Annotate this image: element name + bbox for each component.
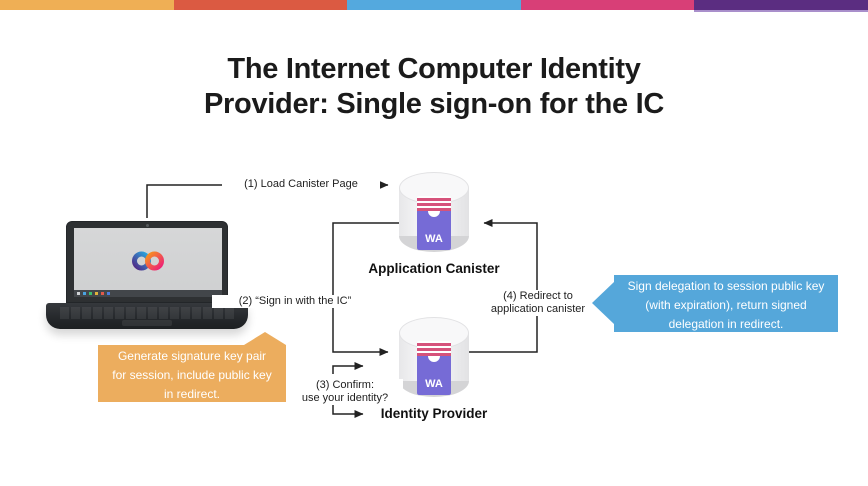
identity-provider-node: WA — [399, 317, 469, 397]
callout-text-line: for session, include public key — [112, 368, 272, 382]
top-bar-segment-purple — [694, 0, 868, 10]
top-bar-segment-blue — [347, 0, 521, 10]
laptop-base — [46, 303, 248, 329]
taskbar-icon — [95, 292, 98, 295]
callout-text-line: (with expiration), return signed — [645, 298, 807, 312]
arrow-3-label: (3) Confirm: use your identity? — [287, 379, 403, 405]
top-color-bar — [0, 0, 868, 10]
arrow-3-confirm-request — [332, 362, 364, 374]
taskbar-icon — [89, 292, 92, 295]
arrow-3-label-line2: use your identity? — [301, 392, 389, 404]
taskbar-icon — [107, 292, 110, 295]
arrow-2-sign-in — [332, 222, 399, 356]
wa-icon-stripes — [417, 196, 451, 211]
page-title-line2: Provider: Single sign-on for the IC — [204, 88, 664, 120]
application-canister-node: WA — [399, 172, 469, 252]
dfinity-infinity-logo-icon — [128, 250, 168, 277]
wa-icon-stripes — [417, 341, 451, 356]
session-key-callout: Generate signature key pair for session,… — [98, 332, 286, 402]
arrow-4-label-line1: (4) Redirect to — [503, 290, 573, 302]
webassembly-module-icon: WA — [417, 341, 451, 395]
identity-provider-label: Identity Provider — [380, 406, 488, 421]
top-bar-segment-orange — [0, 0, 174, 10]
laptop-touchpad — [122, 320, 172, 326]
application-canister-label: Application Canister — [368, 261, 500, 276]
arrow-4-label-line2: application canister — [490, 303, 586, 315]
arrow-4-label: (4) Redirect to application canister — [474, 290, 602, 316]
page-title: The Internet Computer Identity Provider:… — [0, 52, 868, 122]
callout-pointer-up — [244, 332, 286, 345]
top-bar-underline — [694, 10, 868, 12]
laptop-taskbar — [74, 290, 222, 297]
top-bar-segment-pink — [520, 0, 695, 10]
webcam-dot — [146, 224, 149, 227]
arrow-2-label: (2) “Sign in with the IC” — [212, 295, 378, 308]
taskbar-icon — [101, 292, 104, 295]
delegation-callout: Sign delegation to session public key (w… — [592, 275, 838, 332]
wa-icon-notch — [428, 356, 440, 362]
arrow-4-redirect — [468, 219, 538, 353]
webassembly-module-icon: WA — [417, 196, 451, 250]
laptop-display — [74, 228, 222, 297]
laptop-screen — [66, 221, 228, 303]
callout-pointer-left — [592, 282, 614, 324]
taskbar-icon — [83, 292, 86, 295]
arrow-1-label: (1) Load Canister Page — [222, 178, 380, 191]
taskbar-icon — [77, 292, 80, 295]
laptop-keyboard — [60, 307, 234, 319]
callout-text-line: Sign delegation to session public key — [627, 279, 825, 293]
top-bar-segment-red — [173, 0, 348, 10]
page-title-line1: The Internet Computer Identity — [227, 53, 641, 85]
wa-icon-body: WA — [417, 356, 451, 395]
callout-text-line: Generate signature key pair — [117, 349, 267, 363]
callout-text-line: in redirect. — [163, 387, 221, 401]
wa-icon-body: WA — [417, 211, 451, 250]
wa-icon-notch — [428, 211, 440, 217]
arrow-3-label-line1: (3) Confirm: — [315, 379, 375, 391]
callout-text-line: delegation in redirect. — [668, 317, 784, 331]
laptop-illustration — [46, 221, 248, 331]
